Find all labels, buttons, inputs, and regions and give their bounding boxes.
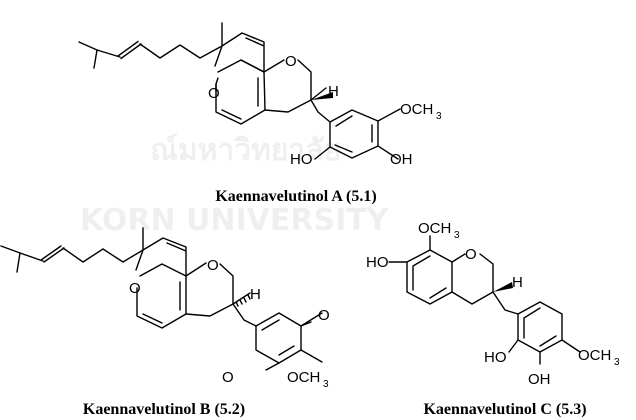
atom-h-c: H xyxy=(512,274,523,291)
caption-compound-b: Kaennavelutinol B (5.2) xyxy=(83,401,245,418)
atom-o-top-b: O xyxy=(318,307,330,324)
caption-compound-a: Kaennavelutinol A (5.1) xyxy=(215,188,376,205)
atom-h-a: H xyxy=(328,83,339,100)
atom-och3-b: OCH xyxy=(287,369,320,386)
atom-och3-a: OCH xyxy=(400,101,433,118)
caption-compound-c: Kaennavelutinol C (5.3) xyxy=(423,401,586,418)
atom-och3-top-sub-c: 3 xyxy=(454,230,460,241)
atom-o-pyran-a: O xyxy=(208,85,220,102)
atom-och3-sub-a: 3 xyxy=(436,111,442,122)
atom-o-pyran-b: O xyxy=(129,280,141,297)
atom-ho2-c: HO xyxy=(484,349,507,366)
watermark-thai: ณ์มหาวิทยาลัย xyxy=(150,133,341,168)
watermark-latin: KORN UNIVERSITY xyxy=(80,203,390,238)
atom-och3-sub-b: 3 xyxy=(323,379,329,390)
atom-o-chroman-a: O xyxy=(285,53,297,70)
atom-h-b: H xyxy=(250,286,261,303)
atom-och3-top-c: OCH xyxy=(418,220,451,237)
atom-och3-sub-c: 3 xyxy=(614,357,620,368)
atom-ho-a: HO xyxy=(290,151,313,168)
structure-compound-b: O O H O O OCH 3 xyxy=(0,227,330,390)
atom-oh-c: OH xyxy=(528,371,551,388)
structure-compound-c: OCH 3 HO O H HO OH OCH 3 xyxy=(366,220,620,388)
structure-compound-a: O O H OCH 3 HO OH xyxy=(78,22,442,168)
atom-och3-c: OCH xyxy=(578,347,611,364)
atom-o-chroman-b: O xyxy=(207,257,219,274)
atom-oh-a: OH xyxy=(390,151,413,168)
atom-o-bottom-b: O xyxy=(222,369,234,386)
atom-o-chroman-c: O xyxy=(465,246,477,263)
atom-ho-c: HO xyxy=(366,254,389,271)
